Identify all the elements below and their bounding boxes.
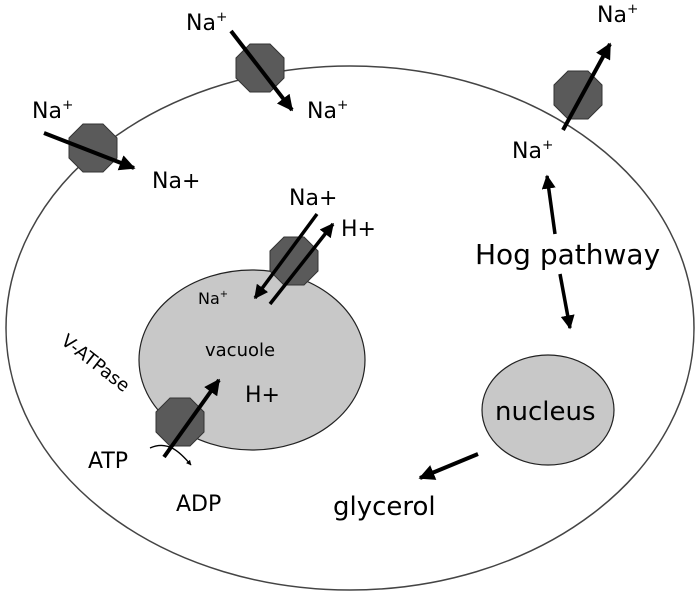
label-na-top-left-out: Na+ [152,169,200,194]
label-na-top-mid-out: Na+ [307,97,348,124]
transporter-v-atpase-icon [155,397,205,447]
arrow-antiporter-h-out [268,222,335,306]
arrow-hog-down [558,273,575,330]
arrow-atp-to-adp [149,444,192,466]
label-na-top-right-out: Na+ [597,1,638,28]
label-atp: ATP [88,449,128,474]
arrow-antiporter-na-in [253,212,319,300]
arrow-na-top-mid-in [229,29,294,112]
label-vacuole-h: H+ [245,383,280,408]
label-glycerol: glycerol [333,492,436,522]
arrow-hog-up [541,174,557,235]
label-antiporter-h: H+ [341,217,376,242]
label-vacuole-na: Na+ [198,289,228,308]
label-na-top-right-in: Na+ [512,137,553,164]
transporter-antiporter-icon [269,236,319,286]
nucleus-organelle [481,354,615,466]
label-nucleus: nucleus [495,397,596,427]
arrow-v-atpase-h-in [162,378,221,459]
label-hog-pathway: Hog pathway [475,238,660,271]
arrow-nucleus-to-glycerol [418,452,479,480]
arrow-na-top-left-in [43,131,136,171]
transporter-top-left-icon [68,123,118,173]
transporter-top-right-icon [553,70,603,120]
label-na-top-left-in: Na+ [32,97,73,124]
label-vacuole: vacuole [205,340,275,361]
arrow-na-top-right-out [561,42,612,131]
label-na-top-mid-in: Na+ [186,9,227,36]
label-adp: ADP [176,492,221,517]
label-antiporter-na: Na+ [289,186,337,211]
